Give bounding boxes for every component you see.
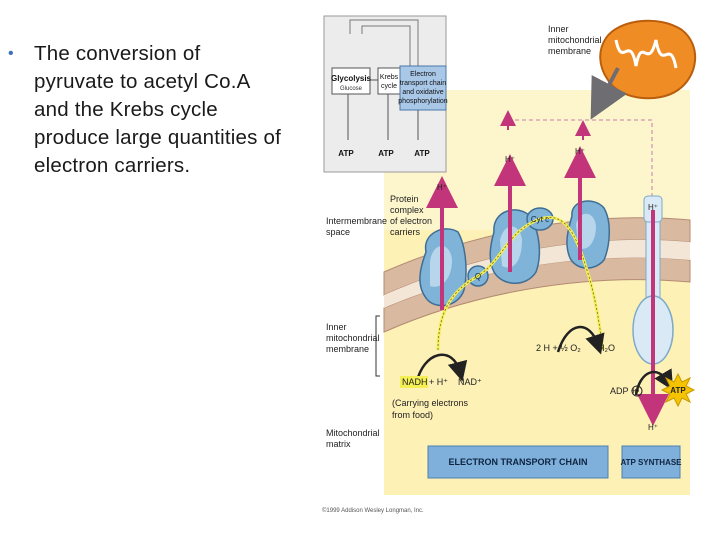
inset-etc-label-4: phosphorylation xyxy=(398,98,448,105)
nadh-arrow xyxy=(414,353,468,386)
inner-side-label-2: mitochondrial xyxy=(326,333,380,343)
membrane-core xyxy=(384,239,690,308)
inner-side-label-1: Inner xyxy=(326,322,347,332)
h-plus-label-1: H⁺ xyxy=(437,183,447,192)
inset-krebs-label-2: cycle xyxy=(381,83,397,90)
inset-glycolysis-label: Glycolysis xyxy=(331,74,372,83)
protein-complex-label-1: Protein xyxy=(390,194,419,204)
phosphate-circle xyxy=(631,385,643,397)
inset-etc-label-3: and oxidative xyxy=(402,89,443,96)
etc-label-box xyxy=(427,445,609,479)
inset-atp-label-3: ATP xyxy=(414,149,430,158)
plus-h-label: + H⁺ xyxy=(429,377,448,387)
inset-atp-label-2: ATP xyxy=(378,149,394,158)
atp-starburst xyxy=(660,372,696,408)
protein-complex-label-4: carriers xyxy=(390,227,421,237)
inner-side-label-3: membrane xyxy=(326,344,369,354)
inset-atp-label-1: ATP xyxy=(338,149,354,158)
electron-path-outline xyxy=(437,217,604,351)
water-reactants-label: 2 H + ½ O₂ xyxy=(536,343,581,353)
electron-transport-diagram: Glycolysis Glucose Krebs cycle Electron … xyxy=(322,15,697,514)
bullet-marker: • xyxy=(8,45,14,62)
nadh-label: NADH xyxy=(402,377,428,387)
q-label: Q xyxy=(475,272,481,281)
inner-membrane-label-1: Inner xyxy=(548,24,569,34)
carrying-electrons-label-2: from food) xyxy=(392,410,433,420)
inset-etc-label-2: transport chain xyxy=(400,80,446,87)
intermembrane-label-1: Intermembrane xyxy=(326,216,387,226)
bullet-line-2: pyruvate to acetyl Co.A xyxy=(34,70,251,93)
overview-inset xyxy=(323,15,447,173)
atp-synthase-label-box xyxy=(621,445,681,479)
h-plus-label-3: H⁺ xyxy=(575,147,585,156)
membrane-bracket xyxy=(375,315,380,377)
outer-membrane-dashed xyxy=(508,119,653,200)
matrix-label-2: matrix xyxy=(326,439,351,449)
protein-complex-label-2: complex xyxy=(390,205,424,215)
copyright-label: ©1999 Addison Wesley Longman, Inc. xyxy=(322,507,424,514)
bullet-line-5: electron carriers. xyxy=(34,154,191,177)
water-label: H₂O xyxy=(598,343,615,353)
atp-synthase-box-label: ATP SYNTHASE xyxy=(620,458,682,467)
etc-box-label: ELECTRON TRANSPORT CHAIN xyxy=(449,457,588,467)
inset-glucose-label: Glucose xyxy=(340,86,363,92)
bullet-line-3: and the Krebs cycle xyxy=(34,98,218,121)
bullet-line-4: produce large quantities of xyxy=(34,126,282,149)
h-plus-label-2: H⁺ xyxy=(505,155,515,164)
inner-membrane-label-3: membrane xyxy=(548,46,591,56)
bullet-text: The conversion of pyruvate to acetyl Co.… xyxy=(34,40,334,180)
bullet-line-1: The conversion of xyxy=(34,42,201,65)
phosphate-label: P xyxy=(635,389,640,396)
protein-complex-2 xyxy=(489,209,541,284)
adp-label: ADP + xyxy=(610,386,636,396)
inset-krebs-label-1: Krebs xyxy=(380,74,399,81)
nadh-highlight xyxy=(400,376,428,388)
inner-membrane-label-2: mitochondrial xyxy=(548,35,602,45)
water-arrow xyxy=(556,325,605,355)
adp-arrow xyxy=(634,368,674,396)
atp-product-label: ATP xyxy=(670,386,686,395)
matrix-label-1: Mitochondrial xyxy=(326,428,380,438)
carrying-electrons-label-1: (Carrying electrons xyxy=(392,398,469,408)
mitochondrion-pointer-arrow xyxy=(590,67,628,120)
cyt-c-label: Cyt c xyxy=(531,215,549,224)
h-plus-label-5: H⁺ xyxy=(648,423,658,432)
protein-complex-label-3: of electron xyxy=(390,216,432,226)
h-plus-label-4: H⁺ xyxy=(648,203,658,212)
mitochondrion-icon xyxy=(599,19,697,100)
intermembrane-label-2: space xyxy=(326,227,350,237)
inset-etc-label-1: Electron xyxy=(410,71,436,78)
nad-label: NAD⁺ xyxy=(458,377,482,387)
